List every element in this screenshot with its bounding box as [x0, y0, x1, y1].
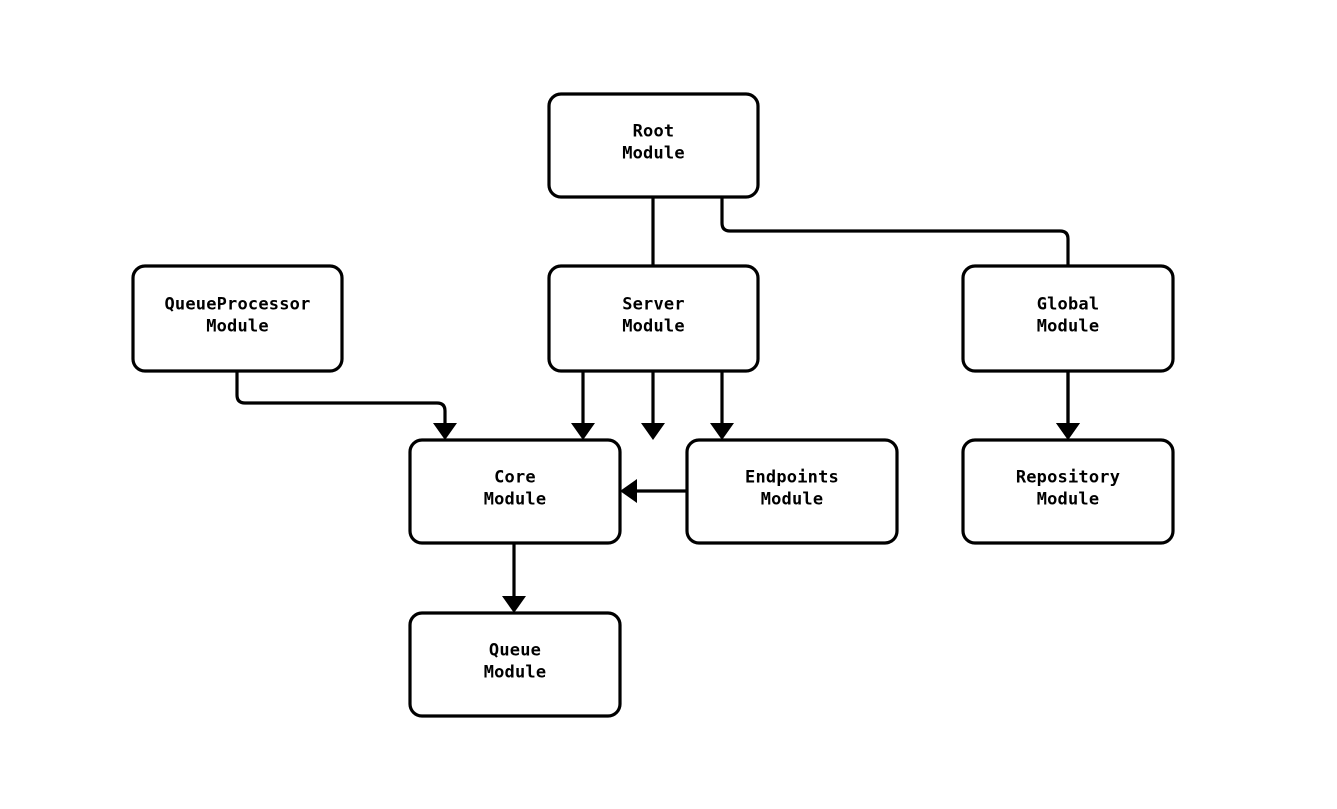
- node-label-line1: QueueProcessor: [164, 295, 310, 315]
- node-box[interactable]: [408, 438, 622, 545]
- arrowhead-icon: [502, 596, 526, 613]
- node-label-line1: Repository: [1016, 468, 1120, 488]
- node-label-line2: Module: [484, 663, 547, 683]
- edge-global-to-repository: [1056, 371, 1080, 440]
- arrowhead-icon: [433, 423, 457, 440]
- edge-core-to-queue: [502, 543, 526, 613]
- arrowhead-icon: [1056, 423, 1080, 440]
- edge-queueprocessor-to-core: [235, 371, 457, 440]
- edge-endpoints-to-core: [620, 479, 687, 503]
- node-label-line1: Server: [622, 295, 685, 315]
- arrowhead-icon: [641, 423, 665, 440]
- edge-layer: [235, 197, 1080, 613]
- node-label-line1: Root: [633, 122, 675, 142]
- node-box[interactable]: [961, 438, 1175, 545]
- node-box[interactable]: [547, 92, 760, 199]
- node-box[interactable]: [961, 264, 1175, 373]
- node-label-line2: Module: [622, 144, 685, 164]
- node-label-line2: Module: [1037, 317, 1100, 337]
- node-box[interactable]: [131, 264, 344, 373]
- node-label-line1: Endpoints: [745, 468, 839, 488]
- node-label-line2: Module: [761, 490, 824, 510]
- node-label-line2: Module: [622, 317, 685, 337]
- node-label-line1: Global: [1037, 295, 1100, 315]
- node-label-line2: Module: [484, 490, 547, 510]
- arrowhead-icon: [571, 423, 595, 440]
- node-box[interactable]: [547, 264, 760, 373]
- node-box[interactable]: [685, 438, 899, 545]
- node-layer: RootModuleQueueProcessorModuleServerModu…: [131, 92, 1175, 718]
- node-label-line2: Module: [1037, 490, 1100, 510]
- edge-line: [720, 197, 1070, 431]
- arrowhead-icon: [710, 423, 734, 440]
- node-label-line1: Queue: [489, 641, 541, 661]
- edge-line: [235, 371, 447, 431]
- edge-server-to-core: [571, 371, 595, 440]
- node-label-line1: Core: [494, 468, 536, 488]
- arrowhead-icon: [620, 479, 637, 503]
- edge-server-to-endpoints: [710, 371, 734, 440]
- node-label-line2: Module: [206, 317, 269, 337]
- node-box[interactable]: [408, 611, 622, 718]
